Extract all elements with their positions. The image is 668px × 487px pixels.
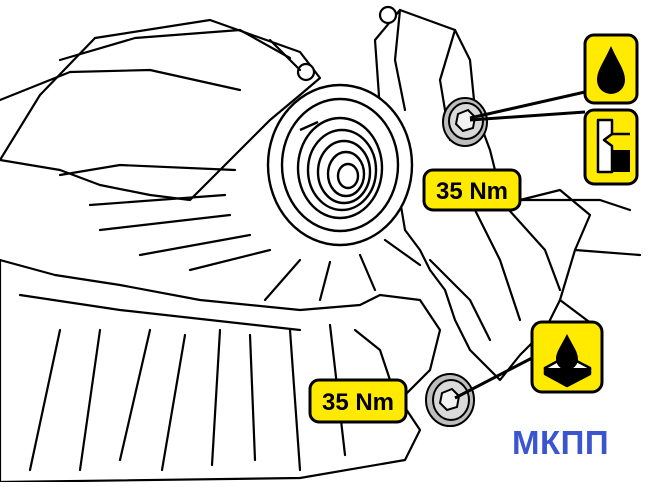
oil-drop-icon [583,33,639,105]
drain-plug-torque-label: 35 Nm [308,378,408,424]
drain-plug-torque-value: 35 Nm [322,389,394,416]
leader-lines [454,90,586,400]
fill-plug [442,97,488,147]
oil-drain-icon [530,320,604,394]
fill-plug-torque-value: 35 Nm [436,178,508,205]
fill-level-icon [583,108,639,186]
fill-plug-torque-label: 35 Nm [422,168,522,212]
transmission-type-caption: МКПП [512,424,610,461]
drain-plug [425,373,475,427]
output-shaft-seal [266,83,414,247]
